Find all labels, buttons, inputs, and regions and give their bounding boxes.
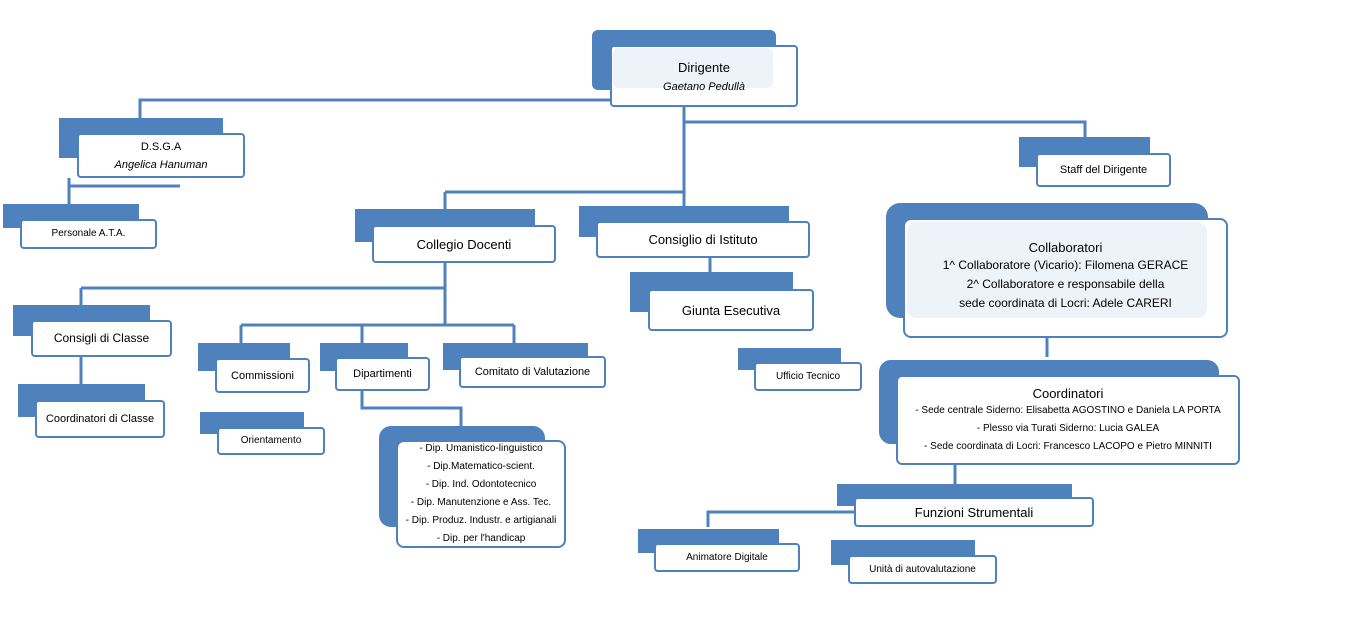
coordinatori-line-1: - Sede centrale Siderno: Elisabetta AGOS… [915,404,1221,416]
dip-item-2: - Dip.Matematico-scient. [427,461,535,472]
animatore-label: Animatore Digitale [686,551,768,563]
orientamento-box: Orientamento [217,427,325,455]
collaboratori-line-2: 2^ Collaboratore e responsabile della [966,277,1165,291]
personale-ata-box: Personale A.T.A. [20,219,157,249]
dip-item-5: - Dip. Produz. Industr. e artigianali [405,515,557,526]
dirigente-name: Gaetano Pedullà [663,80,745,93]
staff-box: Staff del Dirigente [1036,153,1171,187]
dsga-name: Angelica Hanuman [114,158,208,171]
consigli-classe-box: Consigli di Classe [31,320,172,357]
collaboratori-title: Collaboratori [1028,240,1103,255]
coordinatori-box: Coordinatori - Sede centrale Siderno: El… [896,375,1240,465]
coordinatori-classe-label: Coordinatori di Classe [45,413,155,425]
dip-item-4: - Dip. Manutenzione e Ass. Tec. [410,497,552,508]
dsga-box: D.S.G.A Angelica Hanuman [77,133,245,178]
consiglio-istituto-label: Consiglio di Istituto [648,232,758,247]
dirigente-box: Dirigente Gaetano Pedullà [610,45,798,107]
autovalutazione-box: Unità di autovalutazione [848,555,997,584]
coordinatori-title: Coordinatori [1032,385,1104,401]
funzioni-label: Funzioni Strumentali [914,504,1034,520]
dipartimenti-box: Dipartimenti [335,357,430,391]
collaboratori-line-3: sede coordinata di Locri: Adele CARERI [959,296,1172,310]
dsga-title: D.S.G.A [140,140,182,153]
comitato-box: Comitato di Valutazione [459,356,606,388]
collegio-box: Collegio Docenti [372,225,556,263]
staff-label: Staff del Dirigente [1059,164,1148,176]
dip-item-3: - Dip. Ind. Odontotecnico [425,479,537,490]
giunta-box: Giunta Esecutiva [648,289,814,331]
collaboratori-panel [907,222,1207,318]
dip-item-1: - Dip. Umanistico-linguistico [419,443,543,454]
personale-ata-label: Personale A.T.A. [51,228,126,239]
dirigente-title: Dirigente [677,59,731,75]
collaboratori-line-1: 1^ Collaboratore (Vicario): Filomena GER… [942,258,1189,272]
autovalutazione-label: Unità di autovalutazione [869,563,976,575]
dip-list-box: - Dip. Umanistico-linguistico - Dip.Mate… [396,440,566,548]
comitato-label: Comitato di Valutazione [474,366,591,378]
giunta-label: Giunta Esecutiva [681,302,781,318]
animatore-box: Animatore Digitale [654,543,800,572]
dirigente-panel [613,48,773,88]
orientamento-label: Orientamento [240,435,302,446]
commissioni-label: Commissioni [231,369,294,382]
consiglio-istituto-box: Consiglio di Istituto [596,221,810,258]
ufficio-tecnico-label: Ufficio Tecnico [775,370,841,382]
dipartimenti-label: Dipartimenti [353,368,412,380]
ufficio-tecnico-box: Ufficio Tecnico [754,362,862,391]
coordinatori-classe-box: Coordinatori di Classe [35,400,165,438]
collegio-label: Collegio Docenti [416,236,512,252]
collaboratori-box: Collaboratori 1^ Collaboratore (Vicario)… [903,218,1228,338]
coordinatori-line-2: - Plesso via Turati Siderno: Lucia GALEA [976,422,1160,434]
consigli-classe-label: Consigli di Classe [53,331,150,345]
dip-item-6: - Dip. per l'handicap [436,533,526,544]
coordinatori-line-3: - Sede coordinata di Locri: Francesco LA… [924,440,1212,452]
funzioni-box: Funzioni Strumentali [854,497,1094,527]
commissioni-box: Commissioni [215,358,310,393]
